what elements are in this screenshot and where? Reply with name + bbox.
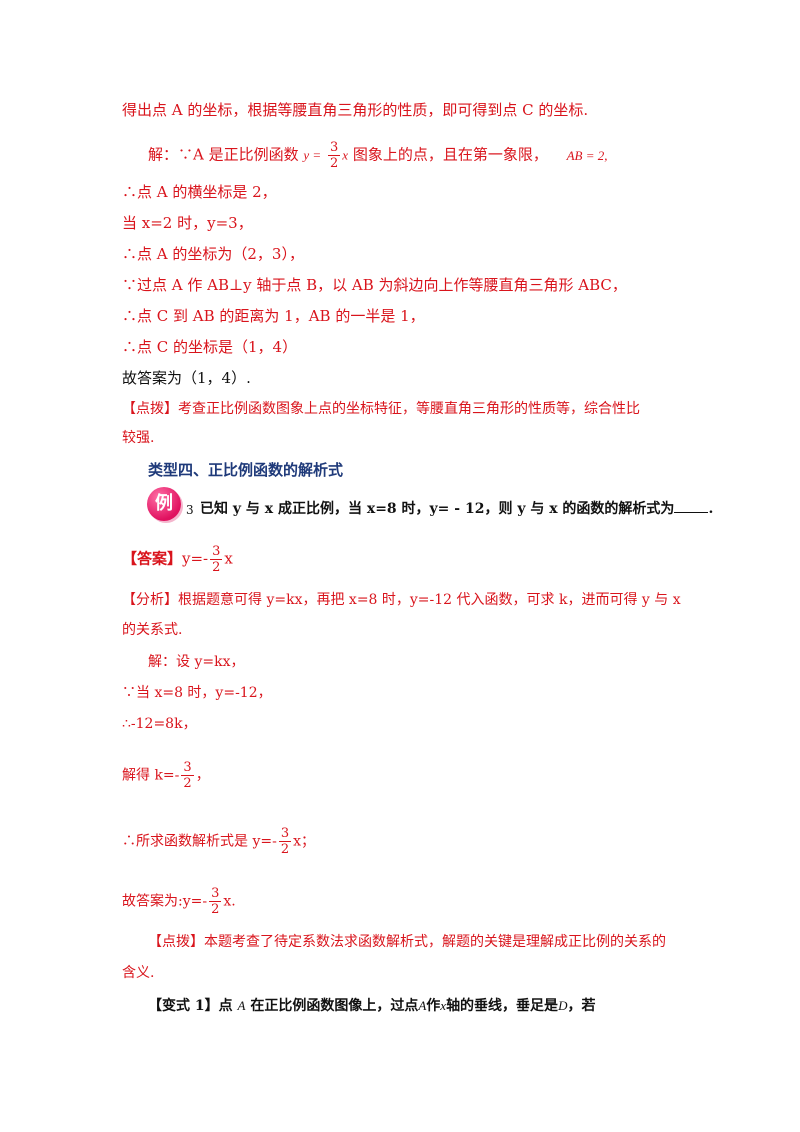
work-line-2: ∵当 x=8 时，y=-12， (122, 685, 272, 701)
answer-blank (674, 498, 709, 513)
analysis-line-1: 【分析】根据题意可得 y=kx，再把 x=8 时，y=-12 代入函数，可求 k… (122, 592, 681, 608)
step-line-6: ∴点 C 的坐标是（1，4） (122, 338, 298, 356)
answer-label: 【答案】 (122, 549, 183, 568)
work-line-1: 解：设 y=kx， (148, 654, 245, 670)
answer-line: 故答案为（1，4）. (122, 369, 251, 387)
variant-label: 【变式 1】 (148, 998, 219, 1014)
step-line-3: ∴点 A 的坐标为（2，3）， (122, 245, 304, 263)
tip-line-1: 【点拨】考查正比例函数图象上点的坐标特征，等腰直角三角形的性质等，综合性比 (122, 401, 640, 417)
formula-x: x (342, 147, 349, 163)
step-line-1: ∴点 A 的横坐标是 2， (122, 183, 277, 201)
tip2-line-2: 含义. (122, 965, 155, 981)
tip-line-2: 较强. (122, 430, 155, 446)
solution-text-a: 解：∵A 是正比例函数 (148, 145, 299, 164)
fraction-3-2: 3 2 (327, 140, 341, 171)
work-line-3: ∴-12=8k， (122, 716, 197, 732)
example-badge: 例 (147, 487, 181, 521)
step-line-2: 当 x=2 时，y=3， (122, 214, 253, 232)
ab-equals-2: AB = 2, (566, 147, 608, 163)
question-text: 已知 y 与 x 成正比例，当 x=8 时，y= ‐ 12，则 y 与 x 的函… (200, 498, 713, 519)
formula-y: y = (303, 147, 322, 163)
solution-intro-line: 得出点 A 的坐标，根据等腰直角三角形的性质，即可得到点 C 的坐标. (122, 101, 589, 119)
question-number: 3 (186, 503, 194, 517)
step-line-5: ∴点 C 到 AB 的距离为 1，AB 的一半是 1， (122, 307, 425, 325)
solution-line-1: 解：∵A 是正比例函数 y = 3 2 x 图象上的点，且在第一象限， AB =… (148, 140, 608, 171)
tip2-line-1: 【点拨】本题考查了待定系数法求函数解析式，解题的关键是理解成正比例的关系的 (148, 934, 666, 950)
solution-text-b: 图象上的点，且在第一象限， (352, 145, 548, 164)
section-heading: 类型四、正比例函数的解析式 (148, 461, 344, 479)
step-line-4: ∵过点 A 作 AB⊥y 轴于点 B，以 AB 为斜边向上作等腰直角三角形 AB… (122, 276, 627, 294)
variant-line: 【变式 1】点 A 在正比例函数图像上，过点A作x轴的垂线，垂足是D，若 (148, 998, 596, 1014)
analysis-line-2: 的关系式. (122, 622, 183, 638)
